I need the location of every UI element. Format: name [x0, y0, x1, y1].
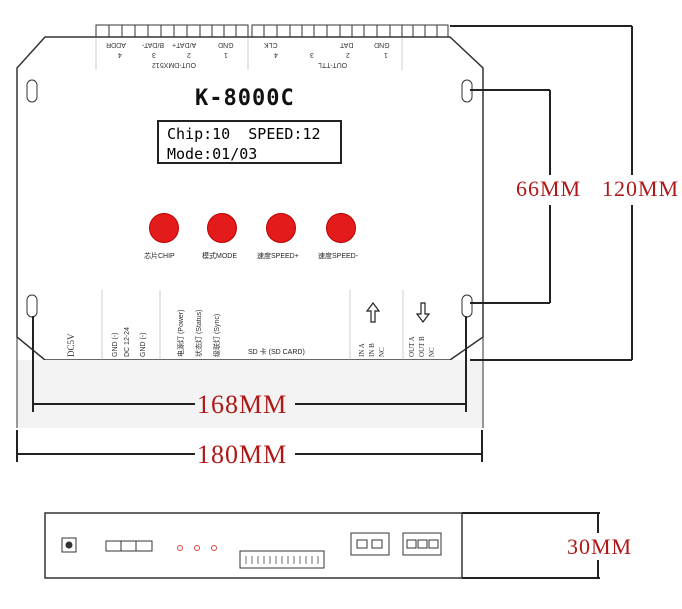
- status-led-label: 状态灯 (Status): [196, 309, 203, 357]
- mode-button-label: 模式MODE: [202, 253, 237, 260]
- ttl-num4: 4: [274, 51, 278, 58]
- dmx-pin2-label: A/DAT+: [172, 41, 197, 48]
- dmx-num3: 3: [152, 51, 156, 58]
- sync-led-label: 级联灯 (Sync): [214, 313, 221, 357]
- dim-66mm: 66MM: [516, 176, 582, 201]
- dc5v-label: DC5V: [66, 333, 76, 357]
- lcd-display: Chip:10 SPEED:12 Mode:01/03: [157, 120, 342, 164]
- out-b-label: OUT B: [418, 336, 426, 357]
- dc1224-label: DC 12-24: [124, 327, 131, 357]
- dmx-title: OUT-DMX512: [152, 61, 196, 68]
- gnd1-label: GND (-): [112, 332, 119, 358]
- speed-up-button-label: 速度SPEED+: [257, 253, 299, 260]
- dim-168mm: 168MM: [197, 390, 288, 419]
- ttl-num2: 2: [346, 51, 350, 58]
- speed-down-button[interactable]: [326, 213, 356, 243]
- arrow-icons: [365, 302, 431, 323]
- model-title: K-8000C: [195, 86, 295, 111]
- top-connectors-drawing: [95, 24, 449, 38]
- dmx-pin3-label: B/DAT-: [142, 41, 165, 48]
- mode-button[interactable]: [207, 213, 237, 243]
- in-nc-label: NC: [378, 347, 386, 357]
- dmx-num4: 4: [118, 51, 122, 58]
- ttl-pin1-label: GND: [374, 41, 390, 48]
- power-led-label: 电源灯 (Power): [178, 309, 185, 357]
- dimension-lines: [16, 25, 633, 579]
- speed-up-button[interactable]: [266, 213, 296, 243]
- dmx-num2: 2: [187, 51, 191, 58]
- speed-down-button-label: 速度SPEED-: [318, 253, 359, 260]
- out-nc-label: NC: [428, 347, 436, 357]
- ttl-num1: 1: [384, 51, 388, 58]
- dim-30mm: 30MM: [567, 534, 633, 559]
- dmx-pin1-label: GND: [218, 41, 234, 48]
- lcd-line2: Mode:01/03: [167, 145, 258, 163]
- ttl-title: OUT-TTL: [318, 61, 348, 68]
- chip-button[interactable]: [149, 213, 179, 243]
- gnd2-label: GND (-): [140, 332, 147, 358]
- dmx-num1: 1: [224, 51, 228, 58]
- in-b-label: IN B: [368, 343, 376, 357]
- ttl-num3: 3: [310, 51, 314, 58]
- ttl-pin4-label: CLK: [264, 41, 278, 48]
- in-a-label: IN A: [358, 343, 366, 357]
- dim-180mm: 180MM: [197, 440, 288, 469]
- lcd-line1: Chip:10 SPEED:12: [167, 125, 321, 143]
- dmx-pin4-label: ADDR: [106, 41, 126, 48]
- out-a-label: OUT A: [408, 336, 416, 357]
- dim-120mm: 120MM: [602, 176, 680, 201]
- sdcard-label: SD 卡 (SD CARD): [248, 349, 305, 356]
- ttl-pin2-label: DAT: [340, 41, 354, 48]
- chip-button-label: 芯片CHIP: [144, 253, 175, 260]
